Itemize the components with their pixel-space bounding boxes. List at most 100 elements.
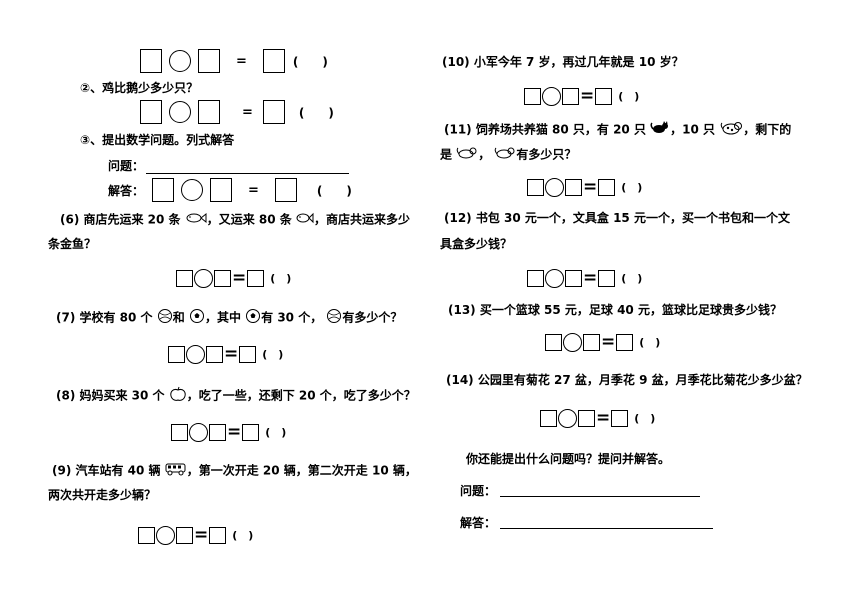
q7-text-b: 和: [172, 310, 185, 325]
equation-q6: = ( ): [176, 268, 291, 288]
football-icon: [245, 308, 261, 328]
answer-box[interactable]: [206, 345, 223, 363]
answer-box[interactable]: [239, 345, 257, 363]
unit-paren: ( ): [292, 54, 328, 69]
equals-sign: =: [248, 182, 259, 198]
q12-line2: 具盒多少钱？: [440, 237, 513, 251]
answer-box[interactable]: [540, 409, 557, 427]
answer-box[interactable]: [565, 269, 582, 287]
answer-box[interactable]: [198, 100, 220, 124]
answer-box[interactable]: [595, 87, 613, 105]
answer-box[interactable]: [242, 423, 260, 441]
operator-circle[interactable]: [189, 422, 208, 442]
answer-box[interactable]: [611, 409, 629, 427]
answer-box[interactable]: [209, 423, 226, 441]
extra-answer-line[interactable]: [500, 528, 713, 529]
operator-circle[interactable]: [545, 268, 564, 288]
answer-box[interactable]: [616, 333, 634, 351]
answer-box[interactable]: [524, 87, 541, 105]
q13-text: (13) 买一个篮球 55 元，足球 40 元，篮球比足球贵多少钱？: [448, 303, 782, 317]
q3-question-line[interactable]: [146, 173, 349, 174]
unit-paren: ( ): [634, 412, 656, 425]
q2-label: ②、鸡比鹅少多少只？: [80, 81, 199, 95]
answer-box[interactable]: [527, 178, 544, 196]
equation-top: = ( ): [140, 49, 328, 73]
equation-q3: = ( ): [152, 178, 352, 202]
q11-line2: 是 ， 有多少只？: [440, 146, 576, 164]
q9-text-b: ，第一次开走 20 辆，第二次开走 10 辆，: [186, 463, 417, 478]
q3-question-label: 问题：: [108, 159, 145, 173]
operator-circle[interactable]: [545, 177, 564, 197]
equation-q13: = ( ): [545, 332, 660, 352]
q3-label: ③、提出数学问题。列式解答: [80, 133, 235, 147]
equation-q7: = ( ): [168, 344, 283, 364]
answer-box[interactable]: [214, 269, 231, 287]
answer-box[interactable]: [583, 333, 600, 351]
answer-box[interactable]: [247, 269, 265, 287]
extra-question-line[interactable]: [500, 496, 700, 497]
equation-q2: = ( ): [140, 100, 334, 124]
extra-answer-label: 解答：: [460, 516, 497, 530]
equals-sign: =: [227, 422, 242, 442]
volleyball-icon: [157, 308, 173, 328]
q11-text-a: (11) 饲养场共养猫 80 只，有 20 只: [444, 122, 646, 137]
operator-circle[interactable]: [563, 332, 582, 352]
operator-circle[interactable]: [558, 408, 577, 428]
operator-circle[interactable]: [542, 86, 561, 106]
answer-box[interactable]: [138, 526, 155, 544]
operator-circle[interactable]: [181, 179, 203, 201]
answer-box[interactable]: [171, 423, 188, 441]
answer-box[interactable]: [210, 178, 232, 202]
equals-sign: =: [242, 104, 253, 120]
unit-paren: ( ): [265, 426, 287, 439]
answer-box[interactable]: [565, 178, 582, 196]
answer-box[interactable]: [176, 269, 193, 287]
operator-circle[interactable]: [186, 344, 205, 364]
answer-box[interactable]: [140, 100, 162, 124]
operator-circle[interactable]: [156, 525, 175, 545]
unit-paren: ( ): [262, 348, 284, 361]
answer-box[interactable]: [176, 526, 193, 544]
q8-text-b: ，吃了一些，还剩下 20 个，吃了多少个？: [186, 388, 416, 403]
unit-paren: ( ): [621, 272, 643, 285]
unit-paren: ( ): [618, 90, 640, 103]
operator-circle[interactable]: [169, 101, 191, 123]
q11-text-e: ，: [478, 147, 491, 162]
black-cat-icon: [650, 121, 670, 139]
answer-box[interactable]: [140, 49, 162, 73]
white-cat-icon: [456, 146, 478, 164]
extra-prompt: 你还能提出什么问题吗？提问并解答。: [466, 452, 671, 466]
answer-box[interactable]: [598, 269, 616, 287]
operator-circle[interactable]: [194, 268, 213, 288]
bus-icon: [165, 462, 187, 480]
equation-q8: = ( ): [171, 422, 286, 442]
answer-box[interactable]: [262, 49, 285, 73]
answer-box[interactable]: [274, 178, 297, 202]
equals-sign: =: [236, 53, 247, 69]
answer-box[interactable]: [545, 333, 562, 351]
white-cat-icon: [494, 146, 516, 164]
equation-q11: = ( ): [527, 177, 642, 197]
q14-text: (14) 公园里有菊花 27 盆，月季花 9 盆，月季花比菊花少多少盆？: [446, 373, 808, 387]
equals-sign: =: [194, 525, 209, 545]
answer-box[interactable]: [209, 526, 227, 544]
answer-box[interactable]: [578, 409, 595, 427]
answer-box[interactable]: [598, 178, 616, 196]
answer-box[interactable]: [198, 49, 220, 73]
operator-circle[interactable]: [169, 50, 191, 72]
answer-box[interactable]: [527, 269, 544, 287]
equals-sign: =: [580, 86, 595, 106]
answer-box[interactable]: [152, 178, 174, 202]
unit-paren: ( ): [621, 181, 643, 194]
unit-paren: ( ): [232, 529, 254, 542]
volleyball-icon: [326, 308, 342, 328]
equals-sign: =: [583, 268, 598, 288]
answer-box[interactable]: [168, 345, 185, 363]
q9-line1: (9) 汽车站有 40 辆 ，第一次开走 20 辆，第二次开走 10 辆，: [52, 462, 417, 480]
answer-box[interactable]: [562, 87, 579, 105]
q11-text-c: ，剩下的: [743, 122, 792, 137]
answer-box[interactable]: [262, 100, 285, 124]
goldfish-icon: [296, 211, 314, 229]
goldfish-icon: [185, 211, 207, 229]
q3-answer-label: 解答：: [108, 184, 145, 198]
